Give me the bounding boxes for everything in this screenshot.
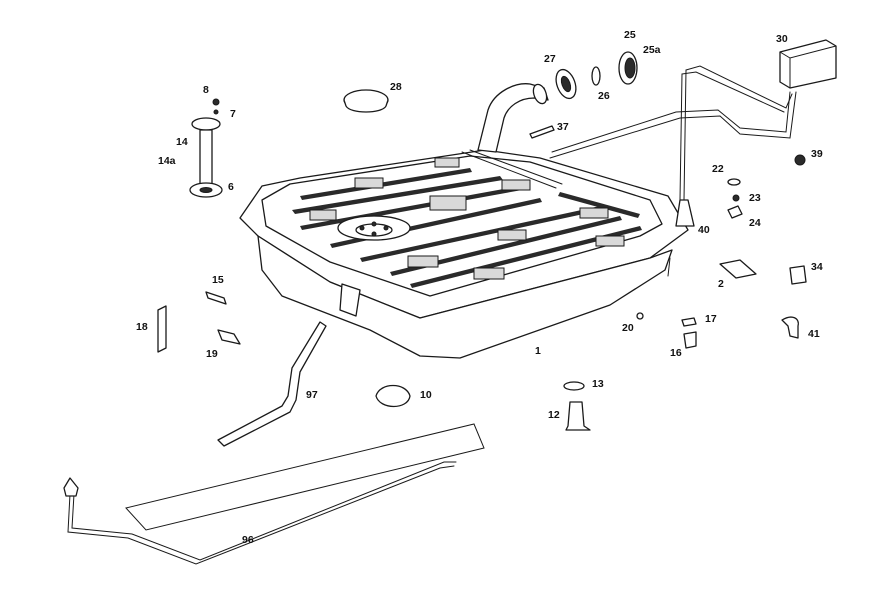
funnel-40	[675, 199, 695, 227]
bracket-2	[719, 259, 757, 279]
pipe-37	[529, 125, 555, 139]
cap-24	[727, 205, 743, 219]
callout-27: 27	[544, 53, 556, 65]
ring-13	[563, 381, 585, 391]
callout-41: 41	[808, 328, 820, 340]
callout-30: 30	[776, 33, 788, 45]
fuel-tank	[239, 149, 689, 359]
clamp-41	[781, 316, 799, 339]
callout-19: 19	[206, 348, 218, 360]
clip-34	[789, 265, 807, 285]
nut-23	[732, 194, 740, 202]
hose-clamp-10	[375, 384, 411, 408]
callout-40: 40	[698, 224, 710, 236]
hose-97	[217, 321, 327, 447]
nut-39	[794, 154, 806, 166]
sender-14	[189, 98, 223, 198]
bracket-17	[681, 317, 697, 327]
callout-97: 97	[306, 389, 318, 401]
callout-8: 8	[203, 84, 209, 96]
washer-20	[636, 312, 644, 320]
drain-plug-12	[565, 401, 591, 431]
plate-18	[157, 305, 167, 353]
callout-12: 12	[548, 409, 560, 421]
block-15	[205, 291, 227, 305]
strap-19	[217, 329, 241, 345]
bracket-16	[683, 331, 697, 349]
callout-14a: 14a	[158, 155, 176, 167]
tank-ribs	[292, 168, 642, 288]
canister-30	[779, 39, 837, 89]
callout-14: 14	[176, 136, 188, 148]
washer-22	[727, 178, 741, 186]
callout-39: 39	[811, 148, 823, 160]
callout-25a: 25a	[643, 44, 661, 56]
callout-13: 13	[592, 378, 604, 390]
callout-1: 1	[535, 345, 541, 357]
callout-15: 15	[212, 274, 224, 286]
callout-28: 28	[390, 81, 402, 93]
callout-26: 26	[598, 90, 610, 102]
callout-6: 6	[228, 181, 234, 193]
callout-25: 25	[624, 29, 636, 41]
callout-16: 16	[670, 347, 682, 359]
callout-7: 7	[230, 108, 236, 120]
fuel-line-96	[63, 423, 485, 565]
filler-seal-parts	[555, 51, 638, 100]
callout-22: 22	[712, 163, 724, 175]
filler-neck	[477, 83, 549, 153]
cap-28	[343, 89, 389, 113]
callout-96: 96	[242, 534, 254, 546]
callout-2: 2	[718, 278, 724, 290]
callout-20: 20	[622, 322, 634, 334]
callout-18: 18	[136, 321, 148, 333]
callout-24: 24	[749, 217, 761, 229]
callout-23: 23	[749, 192, 761, 204]
callout-34: 34	[811, 261, 823, 273]
callout-37: 37	[557, 121, 569, 133]
vent-lines	[549, 65, 797, 201]
callout-17: 17	[705, 313, 717, 325]
callout-10: 10	[420, 389, 432, 401]
